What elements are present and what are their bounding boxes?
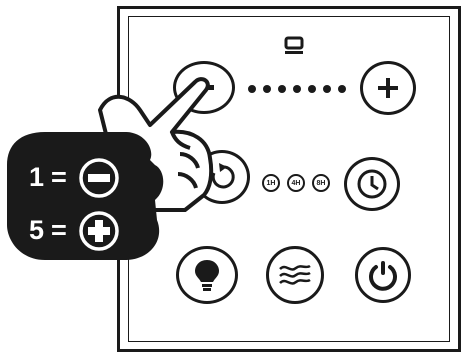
legend-line1-number: 1 [29, 164, 45, 191]
plus-icon [78, 210, 120, 252]
level-dot [293, 85, 301, 93]
minus-icon [78, 157, 120, 199]
plus-icon [378, 78, 398, 98]
power-icon [367, 259, 399, 291]
lightbulb-icon [193, 258, 221, 292]
level-dot [278, 85, 286, 93]
timer-1h-button[interactable]: 1H [262, 174, 280, 192]
power-button[interactable] [355, 247, 411, 303]
timer-8h-button[interactable]: 8H [312, 174, 330, 192]
legend-line2-number: 5 [29, 217, 45, 244]
mode-button[interactable] [266, 246, 324, 304]
plus-button[interactable] [360, 61, 416, 115]
level-dot [248, 85, 256, 93]
timer-4h-button[interactable]: 4H [287, 174, 305, 192]
timer-button[interactable] [344, 157, 400, 211]
level-dot [308, 85, 316, 93]
level-dot [263, 85, 271, 93]
wind-icon [278, 261, 312, 289]
level-dot [323, 85, 331, 93]
legend-callout: 1 = 5 = [5, 130, 170, 262]
legend-line2-equals: = [51, 217, 68, 244]
light-button[interactable] [176, 246, 238, 304]
panel-indicator-icon [284, 36, 304, 56]
legend-line1-equals: = [51, 164, 68, 191]
clock-icon [355, 167, 389, 201]
level-dot [338, 85, 346, 93]
